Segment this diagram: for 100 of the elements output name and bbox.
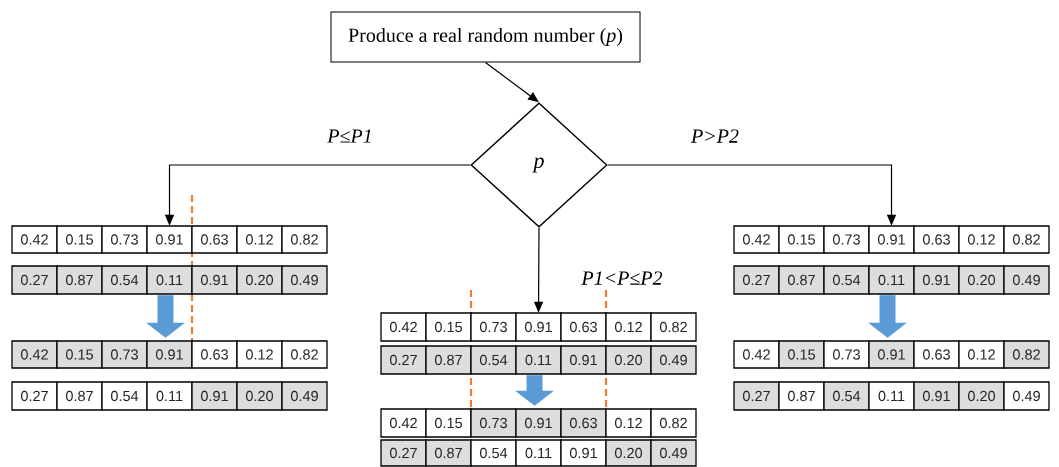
number-cell: 0.63 — [560, 312, 607, 342]
number-row — [733, 265, 1050, 295]
number-cell: 0.91 — [868, 340, 915, 369]
number-cell: 0.27 — [11, 265, 58, 295]
number-cell: 0.42 — [733, 340, 780, 369]
number-cell: 0.15 — [56, 340, 103, 369]
number-cell: 0.49 — [281, 381, 328, 411]
number-cell: 0.20 — [605, 345, 652, 375]
number-cell: 0.11 — [146, 265, 193, 295]
number-row — [380, 345, 697, 375]
number-cell: 0.12 — [958, 225, 1005, 254]
number-cell: 0.15 — [425, 408, 472, 438]
number-cell: 0.42 — [11, 225, 58, 254]
number-cell: 0.20 — [236, 265, 283, 295]
number-cell: 0.63 — [913, 225, 960, 254]
number-cell: 0.20 — [605, 439, 652, 467]
number-row — [733, 340, 1050, 369]
number-cell: 0.82 — [281, 340, 328, 369]
number-cell: 0.42 — [11, 340, 58, 369]
number-cell: 0.54 — [823, 381, 870, 411]
number-cell: 0.27 — [380, 439, 427, 467]
number-cell: 0.82 — [281, 225, 328, 254]
number-cell: 0.91 — [146, 340, 193, 369]
number-row — [11, 265, 328, 295]
number-cell: 0.87 — [56, 265, 103, 295]
number-cell: 0.27 — [380, 345, 427, 375]
number-row — [11, 340, 328, 369]
number-cell: 0.49 — [1003, 381, 1050, 411]
number-cell: 0.11 — [868, 265, 915, 295]
number-cell: 0.91 — [913, 381, 960, 411]
number-cell: 0.20 — [958, 381, 1005, 411]
number-row — [380, 312, 697, 342]
process-box: Produce a real random number (p) — [330, 11, 641, 63]
number-cell: 0.42 — [380, 408, 427, 438]
number-cell: 0.91 — [868, 225, 915, 254]
number-cell: 0.73 — [101, 225, 148, 254]
number-cell: 0.87 — [778, 381, 825, 411]
number-cell: 0.91 — [191, 381, 238, 411]
number-cell: 0.82 — [1003, 340, 1050, 369]
number-cell: 0.12 — [605, 408, 652, 438]
number-cell: 0.87 — [425, 345, 472, 375]
number-cell: 0.11 — [146, 381, 193, 411]
number-row — [11, 381, 328, 411]
number-cell: 0.42 — [380, 312, 427, 342]
number-cell: 0.12 — [958, 340, 1005, 369]
number-cell: 0.12 — [605, 312, 652, 342]
number-cell: 0.63 — [191, 340, 238, 369]
number-cell: 0.54 — [470, 439, 517, 467]
number-cell: 0.49 — [281, 265, 328, 295]
number-cell: 0.27 — [733, 381, 780, 411]
number-cell: 0.11 — [515, 345, 562, 375]
number-cell: 0.73 — [823, 225, 870, 254]
edge-label: P≤P1 — [326, 128, 374, 144]
number-cell: 0.73 — [470, 312, 517, 342]
number-row — [380, 408, 697, 438]
number-cell: 0.49 — [1003, 265, 1050, 295]
number-cell: 0.82 — [650, 312, 697, 342]
number-cell: 0.54 — [470, 345, 517, 375]
number-cell: 0.91 — [913, 265, 960, 295]
number-cell: 0.20 — [236, 381, 283, 411]
number-cell: 0.63 — [191, 225, 238, 254]
edge-label: P1<P≤P2 — [580, 270, 664, 286]
number-cell: 0.15 — [56, 225, 103, 254]
number-cell: 0.27 — [11, 381, 58, 411]
number-cell: 0.42 — [733, 225, 780, 254]
number-cell: 0.11 — [515, 439, 562, 467]
number-cell: 0.20 — [958, 265, 1005, 295]
number-row — [380, 439, 697, 467]
number-cell: 0.12 — [236, 225, 283, 254]
number-cell: 0.82 — [650, 408, 697, 438]
number-cell: 0.91 — [515, 312, 562, 342]
number-cell: 0.12 — [236, 340, 283, 369]
number-cell: 0.73 — [101, 340, 148, 369]
number-cell: 0.91 — [191, 265, 238, 295]
number-cell: 0.54 — [101, 381, 148, 411]
number-cell: 0.54 — [823, 265, 870, 295]
number-cell: 0.15 — [425, 312, 472, 342]
number-cell: 0.15 — [778, 340, 825, 369]
number-cell: 0.11 — [868, 381, 915, 411]
number-row — [733, 225, 1050, 254]
number-cell: 0.63 — [560, 408, 607, 438]
number-cell: 0.91 — [560, 345, 607, 375]
number-cell: 0.82 — [1003, 225, 1050, 254]
number-cell: 0.91 — [515, 408, 562, 438]
number-cell: 0.73 — [823, 340, 870, 369]
number-cell: 0.87 — [778, 265, 825, 295]
number-cell: 0.15 — [778, 225, 825, 254]
number-cell: 0.91 — [146, 225, 193, 254]
edge-label: P>P2 — [690, 128, 740, 144]
number-cell: 0.49 — [650, 439, 697, 467]
number-cell: 0.49 — [650, 345, 697, 375]
number-cell: 0.73 — [470, 408, 517, 438]
number-row — [733, 381, 1050, 411]
number-cell: 0.87 — [56, 381, 103, 411]
number-cell: 0.54 — [101, 265, 148, 295]
number-cell: 0.63 — [913, 340, 960, 369]
number-cell: 0.91 — [560, 439, 607, 467]
number-cell: 0.87 — [425, 439, 472, 467]
number-cell: 0.27 — [733, 265, 780, 295]
number-row — [11, 225, 328, 254]
